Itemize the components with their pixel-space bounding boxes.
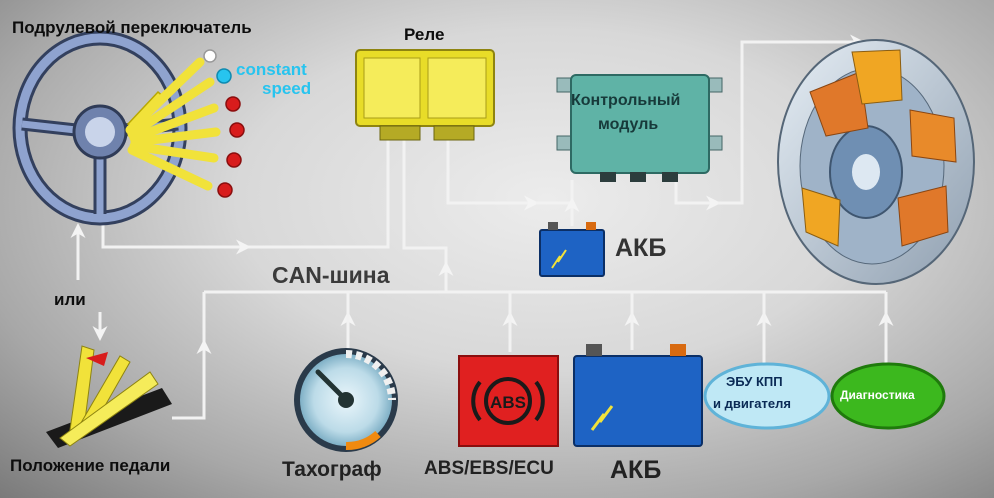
control-module-icon — [556, 74, 723, 182]
or-label: или — [54, 290, 86, 309]
battery-top-icon — [539, 222, 605, 277]
relay-label: Реле — [404, 25, 445, 44]
can-bus-label: CAN-шина — [272, 262, 390, 288]
diagnostics-label: Диагностика — [840, 388, 915, 402]
control-module-label-2: модуль — [598, 116, 659, 133]
line-relay-module — [446, 140, 539, 211]
constant-speed-label-1: constant — [236, 60, 307, 79]
constant-speed-label-2: speed — [262, 79, 312, 98]
relay-icon — [355, 49, 495, 141]
battery-bottom-icon — [573, 344, 703, 447]
line-into-module — [536, 180, 574, 205]
steering-switch-label: Подрулевой переключатель — [12, 18, 252, 37]
retarder-icon — [777, 39, 975, 285]
stalk-switch-icon — [125, 49, 245, 198]
ecu-label-2: и двигателя — [713, 396, 791, 411]
pedal-position-label: Положение педали — [10, 456, 171, 475]
ecu-label-1: ЭБУ КПП — [726, 374, 783, 389]
line-can-pedal — [172, 292, 206, 420]
ecu-box — [703, 362, 831, 430]
line-module-retarder — [674, 175, 721, 211]
abs-warning-icon — [458, 355, 559, 447]
abs-badge-text: ABS — [490, 393, 526, 412]
tachograph-icon — [294, 348, 398, 452]
pedal-icon — [46, 345, 172, 448]
abs-ebs-ecu-label: ABS/EBS/ECU — [424, 458, 554, 479]
tachograph-label: Тахограф — [282, 458, 382, 481]
line-relay-can — [402, 140, 448, 292]
battery-top-label: АКБ — [615, 234, 667, 262]
control-module-label-1: Контрольный — [571, 92, 681, 109]
battery-bottom-label: АКБ — [610, 456, 662, 484]
connection-lines — [70, 34, 894, 420]
diagnostics-box — [830, 362, 946, 430]
